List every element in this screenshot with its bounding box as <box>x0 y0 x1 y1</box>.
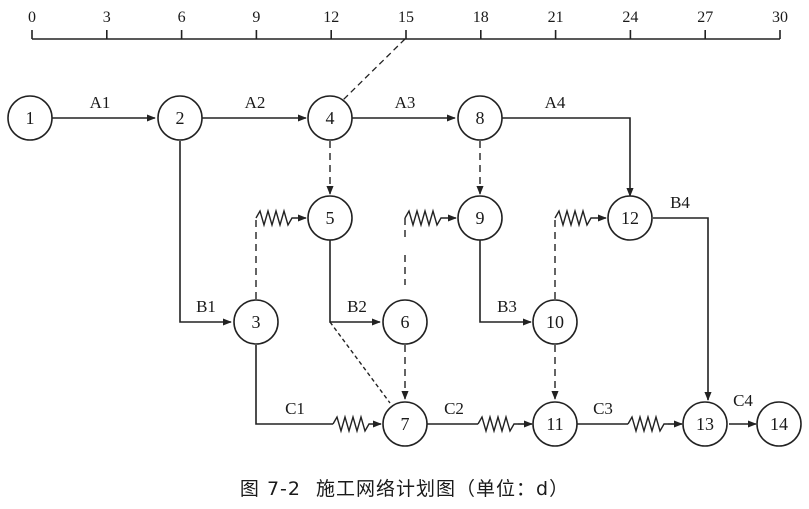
svg-text:8: 8 <box>476 108 485 128</box>
float-10-12 <box>554 208 607 228</box>
float-c1 <box>332 414 373 434</box>
time-tick-label: 30 <box>772 9 788 26</box>
node-6: 6 <box>382 299 428 345</box>
label-c4: C4 <box>733 391 753 410</box>
label-a4: A4 <box>545 93 566 112</box>
edge-b1 <box>179 141 232 326</box>
node-8: 8 <box>457 95 503 141</box>
node-13: 13 <box>682 401 728 447</box>
node-5: 5 <box>307 195 353 241</box>
time-tick-label: 12 <box>323 9 339 26</box>
node-2: 2 <box>157 95 203 141</box>
time-tick-label: 15 <box>398 9 414 26</box>
label-b1: B1 <box>196 297 216 316</box>
svg-text:7: 7 <box>401 414 410 434</box>
activity-edges <box>52 114 757 428</box>
dummy-edges <box>255 141 559 404</box>
node-1: 1 <box>7 95 53 141</box>
svg-text:3: 3 <box>252 312 261 332</box>
dummy-5-7 <box>329 321 391 404</box>
time-scale-labels: 0 3 6 9 12 15 18 21 24 27 30 <box>28 9 788 26</box>
time-tick-label: 21 <box>548 9 564 26</box>
svg-text:9: 9 <box>476 208 485 228</box>
label-c1: C1 <box>285 399 305 418</box>
label-b4: B4 <box>670 193 690 212</box>
node-14: 14 <box>756 401 802 447</box>
time-tick-label: 3 <box>103 9 111 26</box>
node-4: 4 <box>307 95 353 141</box>
svg-text:4: 4 <box>326 108 335 128</box>
figure-caption: 图 7-2 施工网络计划图（单位：d） <box>0 474 809 501</box>
label-a3: A3 <box>395 93 416 112</box>
time-tick-label: 24 <box>622 9 638 26</box>
node-10: 10 <box>532 299 578 345</box>
edge-b4 <box>653 217 712 401</box>
time-tick-label: 6 <box>178 9 186 26</box>
node-7: 7 <box>382 401 428 447</box>
svg-text:12: 12 <box>621 208 639 228</box>
svg-text:11: 11 <box>546 414 563 434</box>
svg-text:10: 10 <box>546 312 564 332</box>
time-scale-ticks <box>31 30 781 39</box>
edge-a4 <box>502 117 634 197</box>
label-b2: B2 <box>347 297 367 316</box>
float-3-5 <box>255 208 307 228</box>
label-a2: A2 <box>245 93 266 112</box>
node-11: 11 <box>532 401 578 447</box>
event-nodes: 1 2 3 4 5 6 7 8 9 10 11 12 13 14 <box>7 95 802 447</box>
label-a1: A1 <box>90 93 111 112</box>
label-c3: C3 <box>593 399 613 418</box>
node-3: 3 <box>233 299 279 345</box>
node-12: 12 <box>607 195 653 241</box>
svg-text:5: 5 <box>326 208 335 228</box>
figure-number: 图 7-2 <box>239 478 301 500</box>
svg-text:13: 13 <box>696 414 714 434</box>
svg-text:14: 14 <box>770 414 788 434</box>
float-c3 <box>627 414 668 434</box>
node-9: 9 <box>457 195 503 241</box>
free-float-segments <box>255 208 668 434</box>
edge-c1 <box>255 345 333 425</box>
label-c2: C2 <box>444 399 464 418</box>
time-marker-connector <box>342 38 406 101</box>
activity-labels: A1 A2 A3 A4 B1 B2 B3 B4 C1 C2 C3 C4 <box>90 93 754 418</box>
figure-title: 施工网络计划图（单位：d） <box>316 478 570 500</box>
svg-text:1: 1 <box>26 108 35 128</box>
time-tick-label: 27 <box>697 9 713 26</box>
edge-b3 <box>479 240 532 326</box>
time-tick-label: 18 <box>473 9 489 26</box>
svg-text:6: 6 <box>401 312 410 332</box>
time-tick-label: 0 <box>28 9 36 26</box>
label-b3: B3 <box>497 297 517 316</box>
time-tick-label: 9 <box>252 9 260 26</box>
float-6-9 <box>404 208 457 228</box>
svg-text:2: 2 <box>176 108 185 128</box>
float-c2 <box>477 414 518 434</box>
time-scale <box>31 30 781 40</box>
